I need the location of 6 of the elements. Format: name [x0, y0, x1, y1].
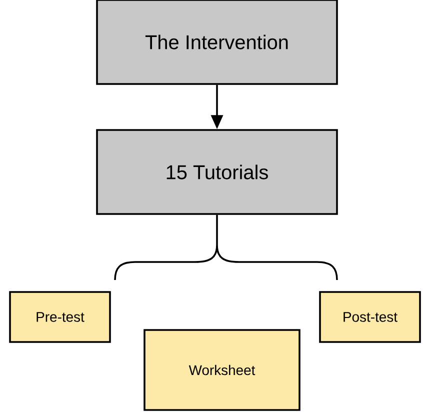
process-box: The Intervention: [96, 0, 338, 85]
process-box: 15 Tutorials: [96, 129, 338, 215]
curly-brace: [114, 214, 338, 281]
task-box: Pre-test: [9, 291, 111, 343]
task-box: Worksheet: [144, 329, 300, 411]
task-box: Post-test: [319, 291, 421, 343]
